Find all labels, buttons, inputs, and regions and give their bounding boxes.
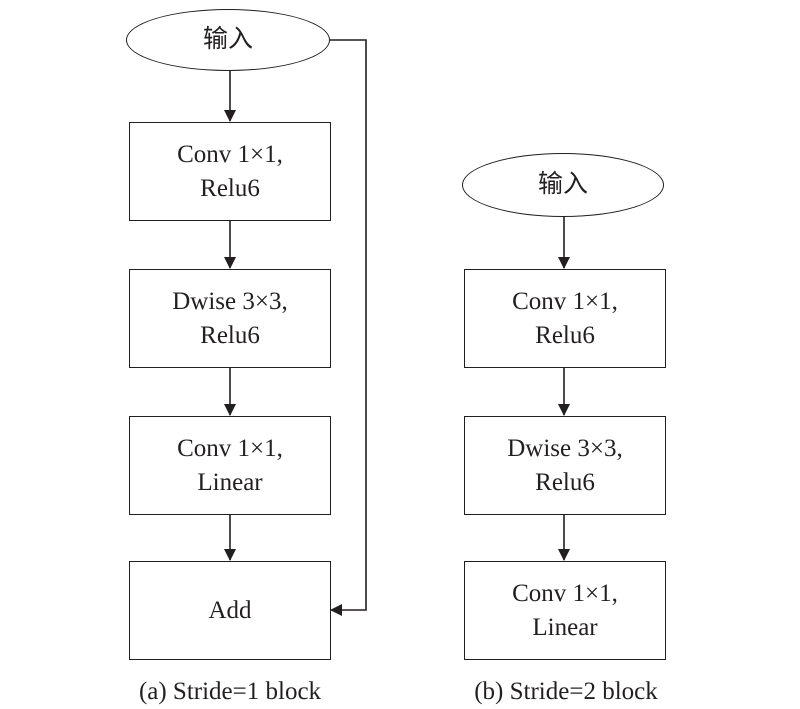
add-label: Add	[208, 596, 252, 624]
conv1x1-linear-right-line1: Conv 1×1,	[512, 579, 618, 607]
conv1x1-linear-left-line2: Linear	[197, 468, 263, 496]
dwise3x3-relu6-box-left: Dwise 3×3, Relu6	[129, 269, 331, 368]
conv1x1-linear-box-right: Conv 1×1, Linear	[464, 561, 666, 660]
conv1x1-linear-left-line1: Conv 1×1,	[177, 434, 283, 462]
conv1x1-relu6-box-left: Conv 1×1, Relu6	[129, 122, 331, 221]
conv1x1-relu6-left-line1: Conv 1×1,	[177, 140, 283, 168]
input-node-left: 输入	[126, 9, 330, 71]
conv1x1-linear-right-line2: Linear	[532, 613, 598, 641]
dwise3x3-relu6-left-line1: Dwise 3×3,	[172, 287, 288, 315]
add-box: Add	[129, 561, 331, 660]
conv1x1-relu6-box-right: Conv 1×1, Relu6	[464, 269, 666, 368]
conv1x1-relu6-right-line2: Relu6	[535, 321, 595, 349]
caption-stride-1-block: (a) Stride=1 block	[138, 678, 322, 705]
input-node-right-label: 输入	[537, 171, 588, 198]
conv1x1-relu6-left-line2: Relu6	[200, 174, 260, 202]
caption-stride-2-block: (b) Stride=2 block	[474, 678, 658, 705]
input-node-left-label: 输入	[202, 26, 253, 53]
dwise3x3-relu6-right-line1: Dwise 3×3,	[507, 434, 623, 462]
conv1x1-relu6-right-line1: Conv 1×1,	[512, 287, 618, 315]
skip-connection-arrow	[328, 39, 367, 616]
dwise3x3-relu6-box-right: Dwise 3×3, Relu6	[464, 416, 666, 515]
dwise3x3-relu6-right-line2: Relu6	[535, 468, 595, 496]
input-node-right: 输入	[462, 153, 664, 217]
conv1x1-linear-box-left: Conv 1×1, Linear	[129, 416, 331, 515]
dwise3x3-relu6-left-line2: Relu6	[200, 321, 260, 349]
